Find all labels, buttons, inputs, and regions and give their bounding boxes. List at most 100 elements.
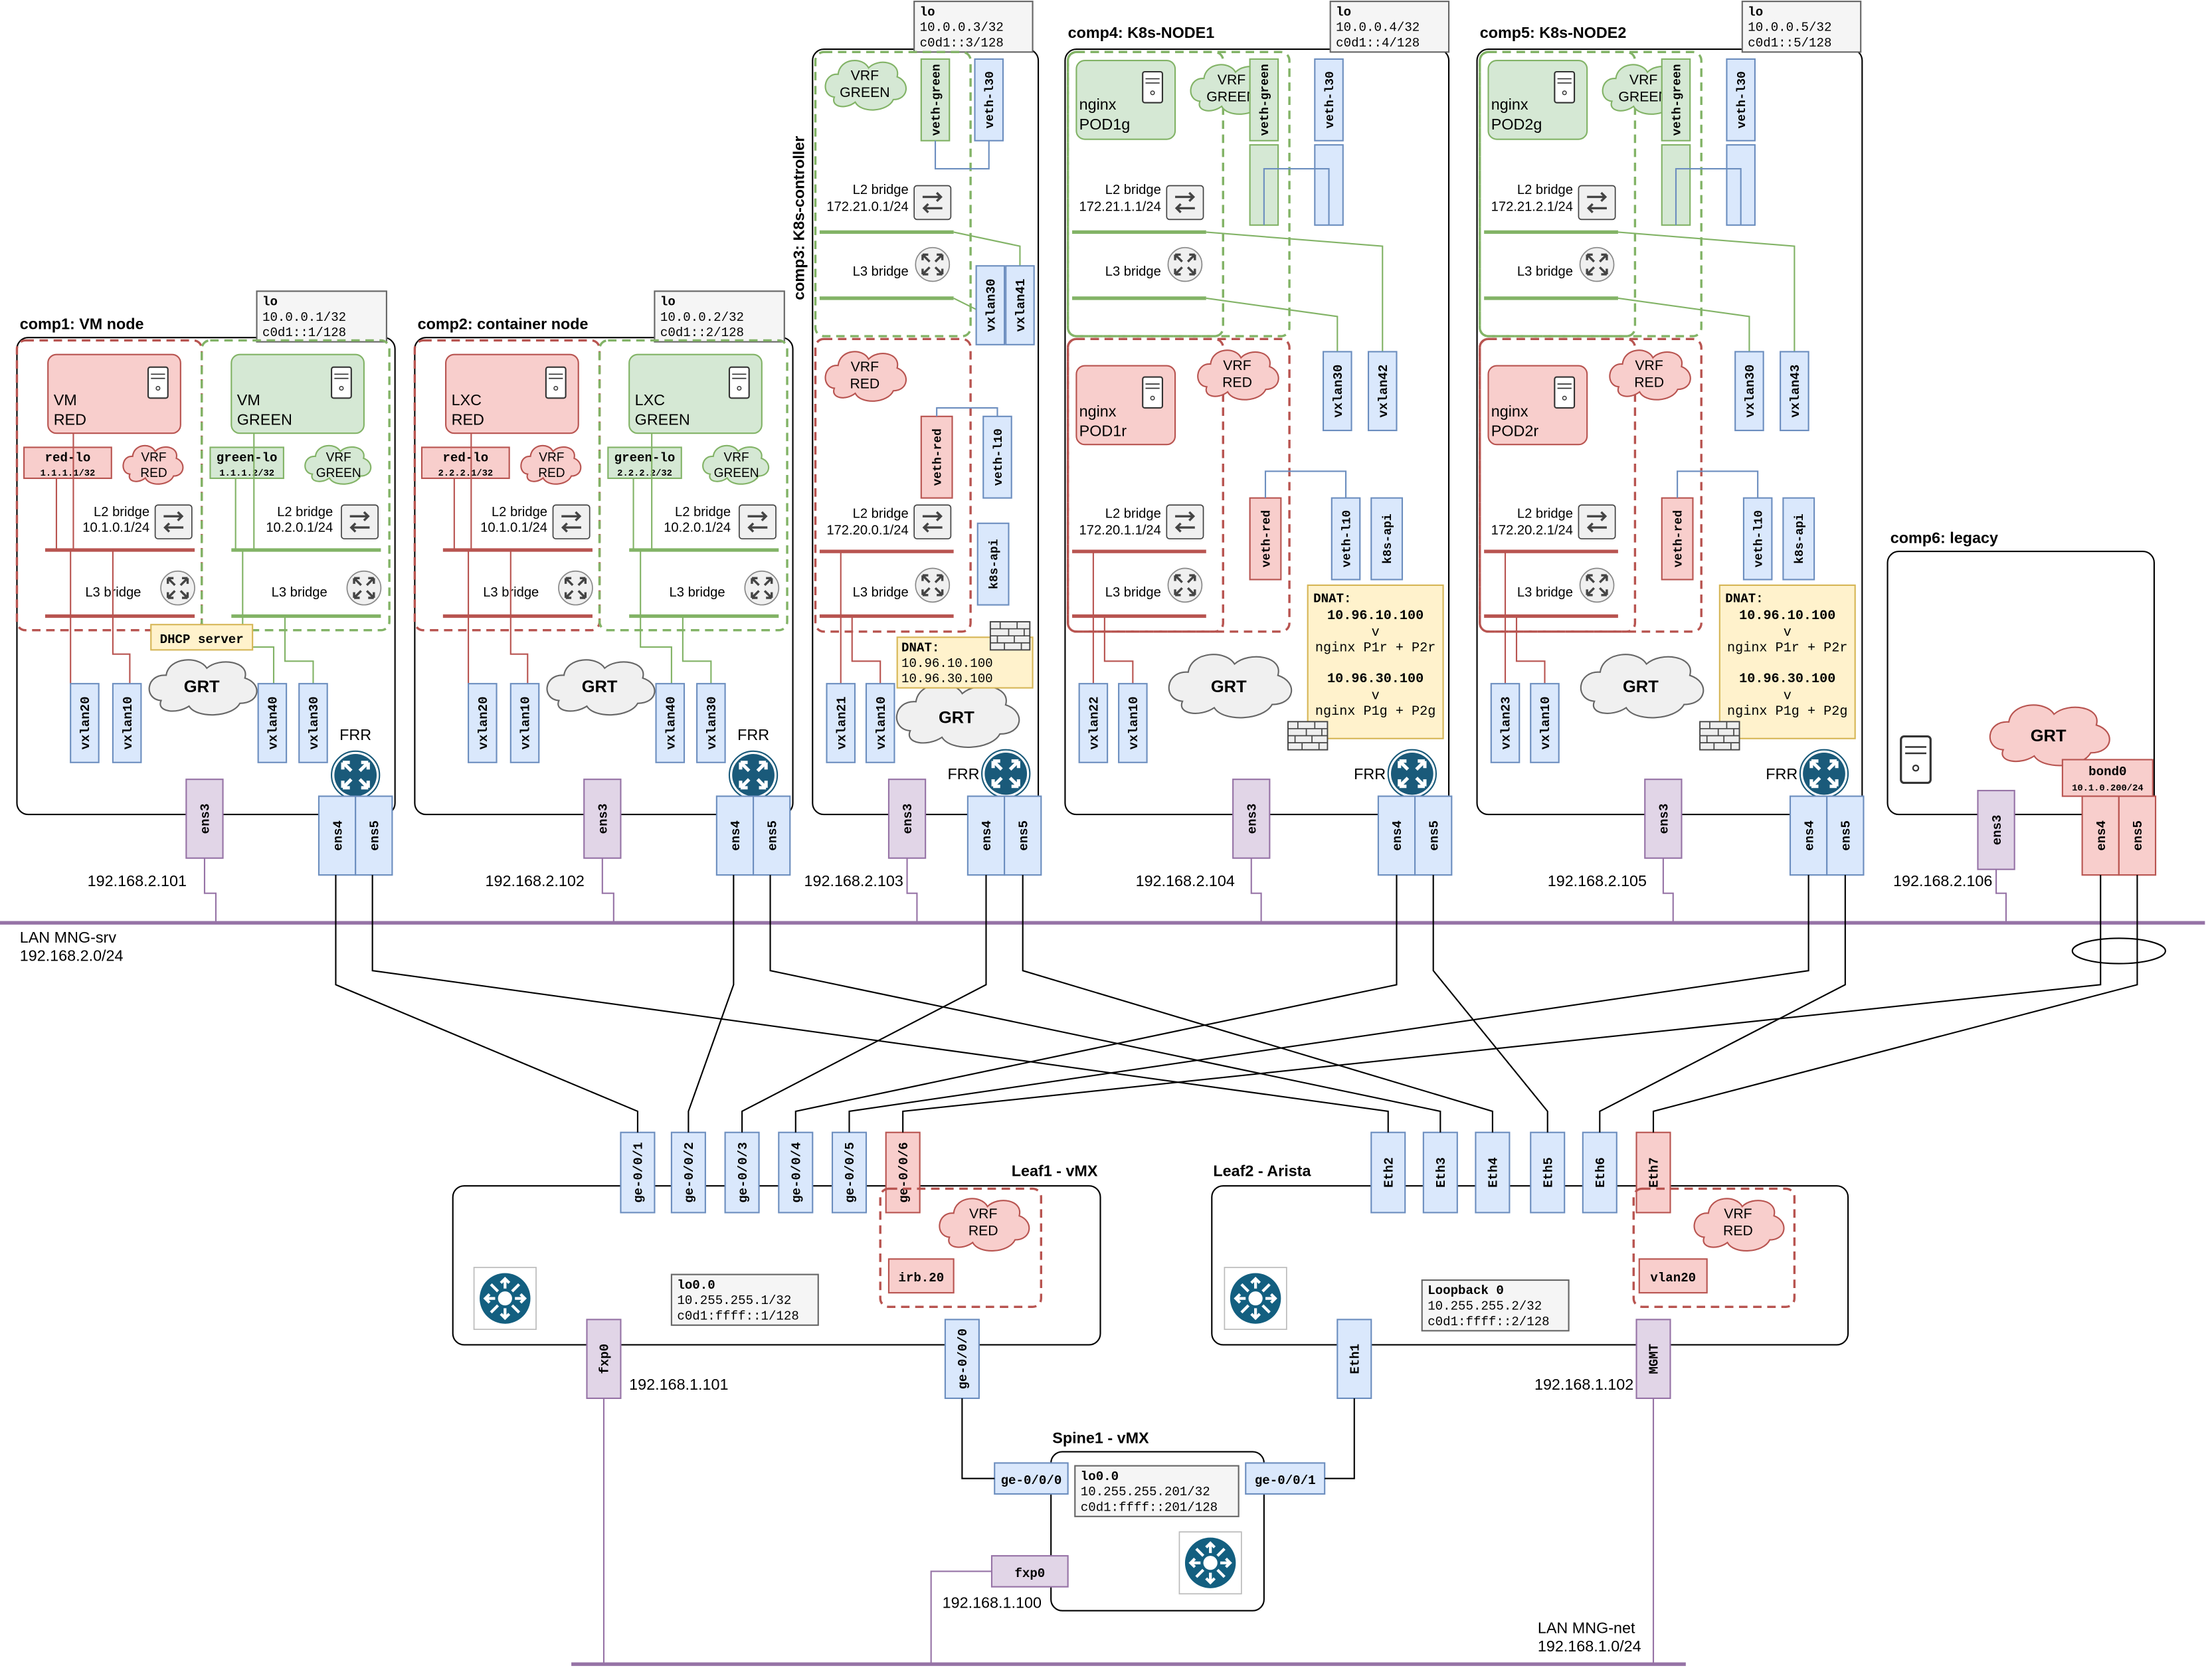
comp1-lo-box-ipv6: c0d1::1/128 <box>262 326 346 340</box>
cable-comp4-ens4-leaf1 <box>794 875 1398 1133</box>
comp2-vxlan-b-port-label: vxlan10 <box>519 696 533 749</box>
comp1-red-host <box>47 353 181 434</box>
leaf2-port-6-label: Eth7 <box>1647 1157 1662 1188</box>
comp6-ens5-port-label: ens5 <box>2131 820 2146 851</box>
comp4-green-l3-label: L3 bridge <box>1105 264 1161 279</box>
connector-line <box>953 231 1021 266</box>
comp3-ens5-port-label: ens5 <box>1016 820 1031 851</box>
comp4-pod-green-l2: POD1g <box>1079 116 1131 133</box>
comp5-green-l2-label: L2 bridge <box>1517 183 1573 197</box>
comp1-vrf-green-cloud <box>304 444 372 485</box>
comp3-frr-label: FRR <box>948 765 980 783</box>
comp2-green-l3-label: L3 bridge <box>670 585 725 600</box>
comp6-mgmt-ip: 192.168.2.106 <box>1893 872 1992 889</box>
comp6-ens3-port-label: ens3 <box>1990 815 2005 846</box>
connector-line <box>851 616 881 684</box>
cable-comp5-ens5-leaf2 <box>1599 875 1846 1133</box>
comp1-vrf-green-area <box>200 339 391 632</box>
comp4-lo-box-ipv6: c0d1::4/128 <box>1336 36 1420 50</box>
comp1-red-lo-ip: 1.1.1.1/32 <box>41 468 96 479</box>
connector-line <box>934 140 990 170</box>
comp3-dnat-ip2: 10.96.30.100 <box>901 672 993 686</box>
comp2-lo-box <box>654 290 785 343</box>
lan-net-subnet: 192.168.1.0/24 <box>1538 1637 1641 1655</box>
leaf2-title: Leaf2 - Arista <box>1213 1162 1311 1179</box>
comp5-veth-green-port-label: veth-green <box>1671 64 1684 136</box>
comp4-pod-green-l1: nginx <box>1079 96 1117 113</box>
comp3-green-l3-bridge-icon <box>914 246 951 283</box>
comp2-green-host-server-icon <box>728 366 750 399</box>
comp1-lo-box-ipv4: 10.0.0.1/32 <box>262 310 346 325</box>
leaf1-lo-box <box>670 1273 819 1326</box>
connector-line <box>1250 858 1262 923</box>
comp6-lag-ellipse <box>2071 937 2166 965</box>
comp2-red-host-server-icon <box>545 366 567 399</box>
connector-line <box>203 858 217 923</box>
connector-line <box>1675 168 1742 225</box>
comp5-green-l2-ip: 172.21.2.1/24 <box>1491 200 1573 215</box>
comp3-ens5-port <box>1004 795 1042 876</box>
comp1-ens5-port-label: ens5 <box>367 820 382 851</box>
comp5-dnat-target1: nginx P1r + P2r <box>1727 640 1847 656</box>
comp2-red-l2-bridge-icon <box>551 504 591 540</box>
comp2-red-lo-name: red-lo <box>442 451 488 466</box>
comp4-dnat-target1: nginx P1r + P2r <box>1315 640 1435 656</box>
leaf2-port-5 <box>1582 1131 1617 1214</box>
leaf2-vrf-red-area <box>1632 1187 1796 1308</box>
comp5-dnat-title: DNAT: <box>1725 591 1763 606</box>
comp4-ens3-port <box>1232 779 1271 859</box>
comp4-veth-l30-port-label: veth-l30 <box>1324 71 1337 128</box>
comp1-red-l2-bridge-icon <box>153 504 193 540</box>
connector-line <box>1264 470 1347 498</box>
comp4-green-l2-label: L2 bridge <box>1105 183 1161 197</box>
comp6-ens4-port-label: ens4 <box>2094 820 2109 851</box>
comp2-green-host-line2: GREEN <box>635 411 690 428</box>
connector-line <box>1206 297 1338 352</box>
comp1-vxlan-d-port-label: vxlan30 <box>307 696 322 749</box>
comp3-vxlan-green-b-port <box>1005 265 1035 345</box>
comp4-red-l3-bridge-icon <box>1166 567 1204 604</box>
comp1-vxlan-a-port <box>70 683 100 763</box>
comp1-green-host-line1: VM <box>237 391 260 409</box>
leaf2-lo-box-ipv6: c0d1:ffff::2/128 <box>1428 1315 1549 1329</box>
comp4-vxlan-green-b-port-label: vxlan42 <box>1376 365 1391 418</box>
comp3-vxlan-b-port-label: vxlan10 <box>874 696 889 749</box>
comp4-grt-cloud <box>1168 654 1293 719</box>
comp1-green-host-server-icon <box>331 366 352 399</box>
leaf2-port-2 <box>1422 1131 1458 1214</box>
leaf1-port-5-label: ge-0/0/5 <box>843 1142 858 1202</box>
leaf1-port-6-label: ge-0/0/6 <box>897 1142 911 1202</box>
comp4-vxlan-green-b-port <box>1367 351 1398 432</box>
comp3-frr-router-icon <box>982 750 1030 798</box>
spine1-lo-box-title: lo0.0 <box>1081 1469 1119 1484</box>
comp3-vxlan-b-port <box>865 683 895 763</box>
leaf1-vrf-red-area <box>879 1187 1043 1308</box>
comp1-green-l2-ip: 10.2.0.1/24 <box>266 520 333 535</box>
leaf2-port-1-label: Eth2 <box>1382 1157 1396 1188</box>
comp4-frr-router-icon <box>1388 750 1436 798</box>
comp3-vxlan-a-port <box>826 683 856 763</box>
comp1-lo-box-title: lo <box>262 295 278 310</box>
leaf2-mgmt-port <box>1635 1319 1671 1399</box>
comp2-red-l3-bridge-icon <box>557 570 594 606</box>
comp5-vxlan-b-port-label: vxlan10 <box>1538 696 1553 749</box>
leaf2-mgmt-port-label: MGMT <box>1647 1344 1662 1374</box>
comp3-dnat-box <box>896 636 1034 689</box>
leaf2-port-4-label: Eth5 <box>1541 1157 1556 1188</box>
comp5-grt-cloud <box>1580 654 1705 719</box>
comp4-vrf-green-l2: GREEN <box>1206 89 1256 104</box>
leaf1-vrf-l1: VRF <box>969 1206 997 1222</box>
comp3-vrf-red-l1: VRF <box>851 359 879 375</box>
comp4-vrf-red-l1: VRF <box>1223 358 1251 373</box>
comp3-red-l3-label: L3 bridge <box>853 585 909 600</box>
comp4-vxlan-green-a-port-label: vxlan30 <box>1331 365 1346 418</box>
leaf1-port-1-label: ge-0/0/1 <box>632 1142 646 1202</box>
comp5-green-l2-bridge-icon <box>1577 184 1617 221</box>
comp2-vrf-red-l1: VRF <box>539 451 564 465</box>
comp5-pod-red-server-icon <box>1554 376 1576 409</box>
comp5-firewall-icon <box>1699 721 1740 751</box>
comp4-red-l2-bridge-icon <box>1165 504 1205 540</box>
leaf1-vrf-red-cloud <box>939 1198 1030 1252</box>
comp2-frr-router-icon <box>729 751 777 799</box>
lan-net-name: LAN MNG-net <box>1538 1620 1635 1637</box>
